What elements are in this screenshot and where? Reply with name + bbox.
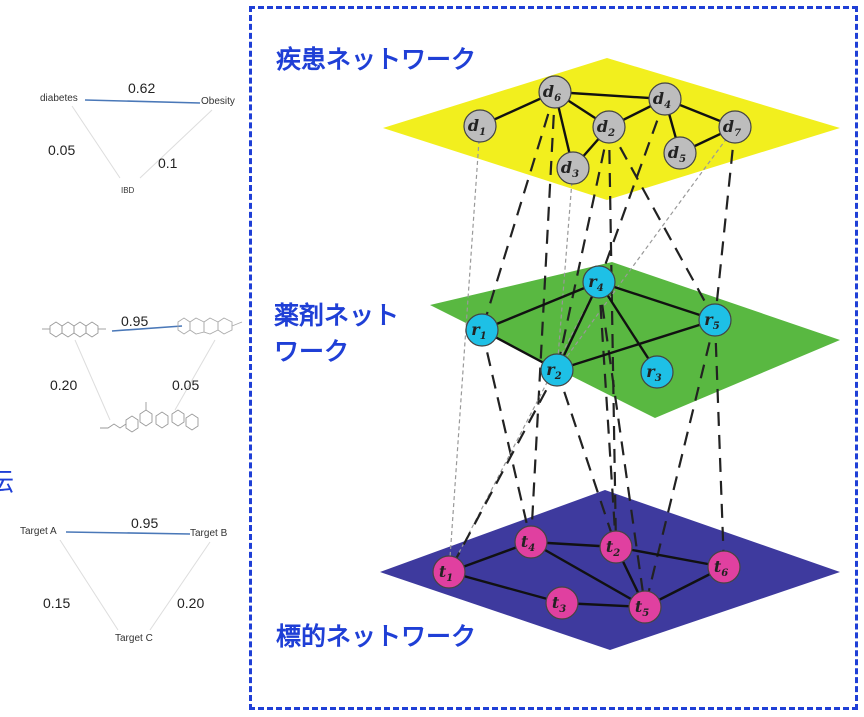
weight-drug-left: 0.20 (50, 377, 78, 393)
left-panel-edges (42, 99, 243, 631)
node-d6: d6 (538, 75, 572, 109)
weight-obesity-ibd: 0.1 (158, 155, 178, 171)
node-circle (432, 555, 466, 589)
node-circle (463, 109, 497, 143)
edge-obesity-ibd (139, 109, 213, 179)
disease-layer-label: 疾患ネットワーク (276, 45, 477, 74)
node-target-b: Target B (190, 528, 228, 539)
target-layer-label: 標的ネットワーク (276, 622, 477, 651)
node-circle (698, 303, 732, 337)
edge-drug-left (74, 339, 111, 421)
node-circle (582, 265, 616, 299)
node-circle (538, 75, 572, 109)
multilayer-frame (249, 6, 858, 710)
weight-target-a-b: 0.95 (131, 515, 159, 531)
node-r4: r4 (582, 265, 616, 299)
node-r2: r2 (540, 353, 574, 387)
node-t3: t3 (545, 586, 579, 620)
edge-r4-r3 (597, 281, 659, 373)
edge-r4-t5 (597, 281, 647, 608)
edge-d3-r2 (556, 167, 574, 371)
drug-layer-label-line1: 薬剤ネット (274, 301, 400, 330)
node-circle (592, 110, 626, 144)
edge-r4-r5 (598, 280, 716, 322)
node-d7: d7 (718, 110, 752, 144)
edge-d4-r4 (597, 98, 667, 283)
edge-t2-t6 (615, 545, 725, 569)
node-t4: t4 (514, 525, 548, 559)
node-obesity: Obesity (201, 96, 235, 107)
node-target-c: Target C (115, 633, 153, 644)
node-d1: d1 (463, 109, 497, 143)
edge-d7-r2 (556, 126, 736, 371)
edge-d7-r5 (713, 126, 737, 321)
node-r5: r5 (698, 303, 732, 337)
edge-r2-t1 (448, 369, 558, 573)
node-target-a: Target A (20, 526, 57, 537)
node-diabetes: diabetes (40, 93, 78, 104)
molecule-3-icon (100, 402, 199, 433)
node-circle (707, 550, 741, 584)
node-d5: d5 (663, 136, 697, 170)
weight-diabetes-ibd: 0.05 (48, 142, 76, 158)
node-d2: d2 (592, 110, 626, 144)
node-t2: t2 (599, 530, 633, 564)
edge-d1-t1 (448, 125, 481, 573)
node-t6: t6 (707, 550, 741, 584)
edge-drug-right (174, 339, 216, 411)
edge-r5-t5 (643, 319, 717, 608)
weight-drug-right: 0.05 (172, 377, 200, 393)
molecule-2-icon (177, 317, 243, 335)
target-layer-plane (380, 490, 840, 650)
node-circle (556, 151, 590, 185)
node-circle (599, 530, 633, 564)
edge-r1-t4 (480, 329, 533, 543)
edge-r2-r5 (556, 318, 716, 372)
node-t1: t1 (432, 555, 466, 589)
node-circle (640, 355, 674, 389)
node-circle (545, 586, 579, 620)
edge-r5-t6 (713, 319, 726, 568)
molecule-1-icon (42, 321, 106, 338)
weight-drug-top: 0.95 (121, 313, 149, 329)
edge-drug-top (111, 325, 183, 332)
edge-target-a-b (65, 531, 191, 535)
edge-d2-r5 (608, 126, 716, 321)
edge-d6-r1 (480, 91, 557, 331)
node-circle (718, 110, 752, 144)
weight-target-b-c: 0.20 (177, 595, 205, 611)
node-r1: r1 (465, 313, 499, 347)
node-circle (663, 136, 697, 170)
edge-target-a-c (59, 539, 119, 631)
node-circle (514, 525, 548, 559)
node-circle (465, 313, 499, 347)
edge-r2-t2 (555, 369, 618, 548)
node-d3: d3 (556, 151, 590, 185)
edge-d6-d4 (554, 90, 666, 101)
drug-layer-label-line2: ワーク (274, 337, 350, 366)
edge-target-b-c (149, 541, 211, 631)
edge-t1-t3 (448, 570, 563, 605)
node-d4: d4 (648, 82, 682, 116)
edge-r4-r1 (481, 280, 600, 332)
node-circle (648, 82, 682, 116)
edge-d2-t2 (607, 126, 618, 548)
node-circle (628, 590, 662, 624)
node-r3: r3 (640, 355, 674, 389)
weight-target-a-c: 0.15 (43, 595, 71, 611)
node-t5: t5 (628, 590, 662, 624)
edge-t4-t5 (530, 540, 646, 609)
node-circle (540, 353, 574, 387)
node-ibd: IBD (121, 186, 135, 195)
edge-diabetes-ibd (71, 105, 121, 179)
cut-off-character: 伝 (0, 468, 15, 498)
edge-diabetes-obesity (84, 99, 201, 104)
weight-diabetes-obesity: 0.62 (128, 80, 156, 96)
edge-d2-r2 (555, 126, 611, 371)
edge-r4-t1 (448, 281, 600, 573)
edge-d6-t4 (529, 91, 557, 543)
